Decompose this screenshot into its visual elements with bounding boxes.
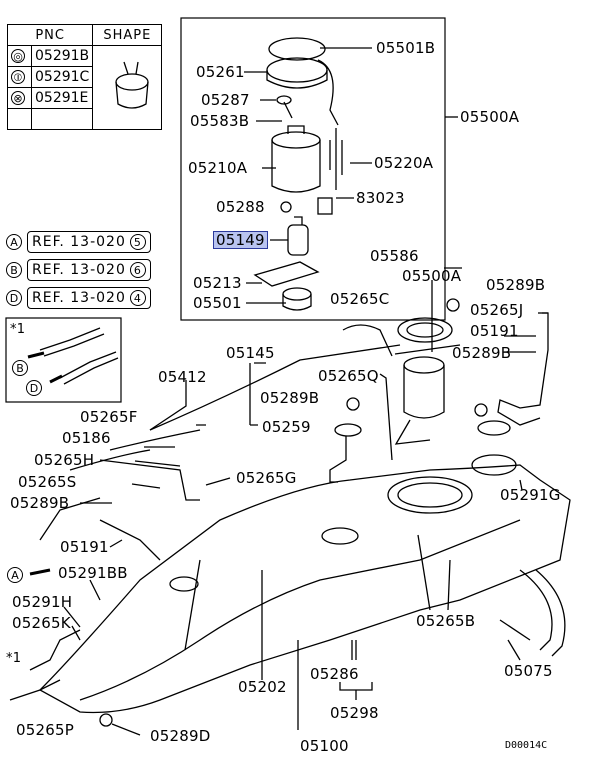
pnc-header: PNC (6, 24, 94, 46)
part-05220a[interactable]: 05220A (374, 154, 434, 172)
pnc-symbol: ⦶ (7, 66, 32, 88)
shape-cell (92, 45, 163, 130)
part-05291g[interactable]: 05291G (500, 486, 561, 504)
part-05583b[interactable]: 05583B (190, 112, 250, 130)
part-05265q[interactable]: 05265Q (318, 367, 379, 385)
part-05289b-left[interactable]: 05289B (10, 494, 70, 512)
ref-letter: A (6, 234, 22, 250)
pnc-table: PNC SHAPE ◎ 05291B ⦶ 05291C ⊗ 05291E (6, 24, 163, 130)
part-05291h[interactable]: 05291H (12, 593, 73, 611)
part-05191-left[interactable]: 05191 (60, 538, 109, 556)
part-05501[interactable]: 05501 (193, 294, 242, 312)
part-05202[interactable]: 05202 (238, 678, 287, 696)
part-05500a[interactable]: 05500A (402, 267, 462, 285)
part-05500a-assembly[interactable]: 05500A (460, 108, 520, 126)
part-05186[interactable]: 05186 (62, 429, 111, 447)
part-83023[interactable]: 83023 (356, 189, 405, 207)
part-05265g[interactable]: 05265G (236, 469, 297, 487)
part-05501b[interactable]: 05501B (376, 39, 436, 57)
part-05149[interactable]: 05149 (213, 231, 268, 249)
inset-letter-d: D (26, 380, 42, 396)
part-05265h[interactable]: 05265H (34, 451, 95, 469)
ref-letter: D (6, 290, 22, 306)
part-05287[interactable]: 05287 (201, 91, 250, 109)
part-05145[interactable]: 05145 (226, 344, 275, 362)
part-05259[interactable]: 05259 (262, 418, 311, 436)
part-05100[interactable]: 05100 (300, 737, 349, 755)
part-05412[interactable]: 05412 (158, 368, 207, 386)
part-05265s[interactable]: 05265S (18, 473, 77, 491)
inset-mark: *1 (10, 322, 26, 337)
pnc-code[interactable]: 05291B (30, 45, 94, 67)
pnc-symbol: ⊗ (7, 87, 32, 109)
pnc-symbol: ◎ (7, 45, 32, 67)
part-05265j[interactable]: 05265J (470, 301, 524, 319)
pnc-empty (30, 108, 94, 130)
part-05265c[interactable]: 05265C (330, 290, 390, 308)
part-05286[interactable]: 05286 (310, 665, 359, 683)
ref-letter: B (6, 262, 22, 278)
part-05261[interactable]: 05261 (196, 63, 245, 81)
part-05298[interactable]: 05298 (330, 704, 379, 722)
part-05265k[interactable]: 05265K (12, 614, 71, 632)
part-05265f[interactable]: 05265F (80, 408, 138, 426)
part-05191-right[interactable]: 05191 (470, 322, 519, 340)
part-05213[interactable]: 05213 (193, 274, 242, 292)
part-05265b[interactable]: 05265B (416, 612, 476, 630)
pnc-code[interactable]: 05291E (30, 87, 94, 109)
shape-header: SHAPE (92, 24, 163, 46)
part-05291bb[interactable]: 05291BB (58, 564, 128, 582)
arrow-ref-a[interactable]: A (7, 567, 23, 583)
part-05075[interactable]: 05075 (504, 662, 553, 680)
pnc-empty (7, 108, 32, 130)
mark-star1: *1 (6, 651, 22, 666)
diagram-code: D00014C (505, 740, 548, 751)
part-05586[interactable]: 05586 (370, 247, 419, 265)
pnc-code[interactable]: 05291C (30, 66, 94, 88)
part-05265p[interactable]: 05265P (16, 721, 74, 739)
part-05289b-mid[interactable]: 05289B (260, 389, 320, 407)
part-05288[interactable]: 05288 (216, 198, 265, 216)
part-05289b-right[interactable]: 05289B (486, 276, 546, 294)
part-05210a[interactable]: 05210A (188, 159, 248, 177)
inset-letter-b: B (12, 360, 28, 376)
part-05289d[interactable]: 05289D (150, 727, 211, 745)
part-05289b-right-2[interactable]: 05289B (452, 344, 512, 362)
